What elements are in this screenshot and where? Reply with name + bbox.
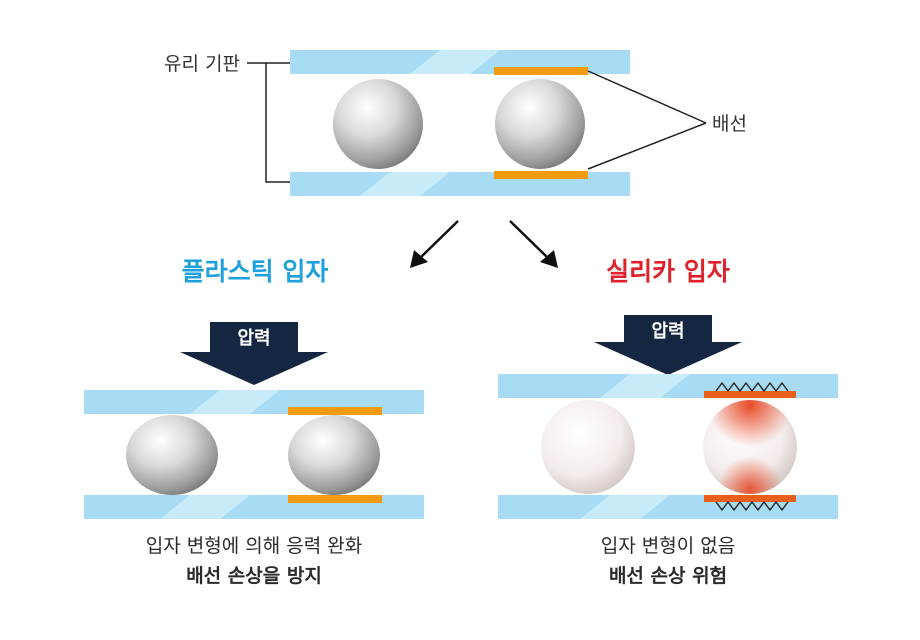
plastic-particle-title: 플라스틱 입자	[182, 257, 329, 286]
silica-caption-line1: 입자 변형이 없음	[601, 535, 735, 557]
top-diagram: 유리 기판 배선	[164, 50, 747, 196]
crack-mark-upper	[715, 381, 789, 393]
pressure-arrow-right: 압력	[594, 315, 742, 375]
wiring-top-lower	[494, 171, 588, 179]
glass-label-bracket	[265, 62, 290, 183]
plastic-caption-line1: 입자 변형에 의해 응력 완화	[146, 535, 362, 557]
arrow-down-right	[509, 220, 558, 268]
pressure-label-left: 압력	[237, 328, 270, 349]
split-arrows	[410, 220, 558, 268]
particle-left-2-deformed	[288, 415, 380, 495]
glass-substrate-left-lower	[84, 495, 424, 519]
silica-particle-title: 실리카 입자	[606, 257, 730, 286]
particle-left-1-deformed	[126, 415, 218, 495]
crack-mark-lower	[715, 500, 789, 512]
plastic-caption-line2: 배선 손상을 방지	[186, 565, 322, 587]
particle-right-2-damaging	[703, 400, 797, 494]
particle-top-right	[495, 79, 585, 169]
wiring-top-upper	[494, 67, 588, 75]
wiring-left-upper	[288, 407, 382, 415]
silica-section: 실리카 입자 압력 입자 변형이 없음 배선 손상 위험	[498, 257, 838, 587]
wiring-left-lower	[288, 495, 382, 503]
pressure-arrow-left: 압력	[180, 322, 328, 385]
particle-top-left	[333, 79, 423, 169]
pressure-label-right: 압력	[651, 321, 684, 342]
damaged-wiring-right-upper	[704, 391, 796, 398]
wiring-label: 배선	[712, 113, 747, 135]
glass-substrate-label: 유리 기판	[164, 53, 240, 75]
plastic-section: 플라스틱 입자 압력 입자 변형에 의해 응력 완화 배선 손상을 방지	[84, 257, 424, 587]
silica-caption-line2: 배선 손상 위험	[609, 565, 727, 587]
wiring-leader-upper	[587, 70, 707, 124]
glass-substrate-top-upper	[290, 50, 630, 74]
damaged-wiring-right-lower	[704, 495, 796, 502]
arrow-down-left	[410, 220, 459, 268]
particle-right-1-rigid	[541, 400, 635, 494]
wiring-leader-lower	[587, 122, 707, 170]
